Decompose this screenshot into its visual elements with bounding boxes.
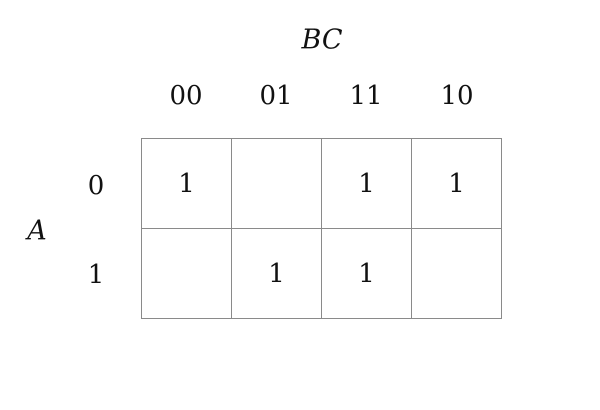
row-variable-label: A [27,215,47,247]
kmap-cell-a0-bc00: 1 [142,139,232,229]
kmap-cell-a1-bc00 [142,229,232,319]
kmap-cell-a0-bc10: 1 [412,139,502,229]
column-variable-label: BC [301,24,343,56]
kmap-cell-a0-bc01 [232,139,322,229]
kmap-cell-a1-bc11: 1 [322,229,412,319]
row-header-0: 0 [87,171,105,201]
column-header-11: 11 [349,81,383,111]
kmap-cell-a1-bc10 [412,229,502,319]
row-header-1: 1 [87,260,105,290]
kmap-cell-a1-bc01: 1 [232,229,322,319]
column-header-10: 10 [440,81,474,111]
column-header-01: 01 [259,81,293,111]
kmap-cell-a0-bc11: 1 [322,139,412,229]
kmap-grid: 1 1 1 1 1 [141,138,502,319]
column-header-00: 00 [169,81,203,111]
